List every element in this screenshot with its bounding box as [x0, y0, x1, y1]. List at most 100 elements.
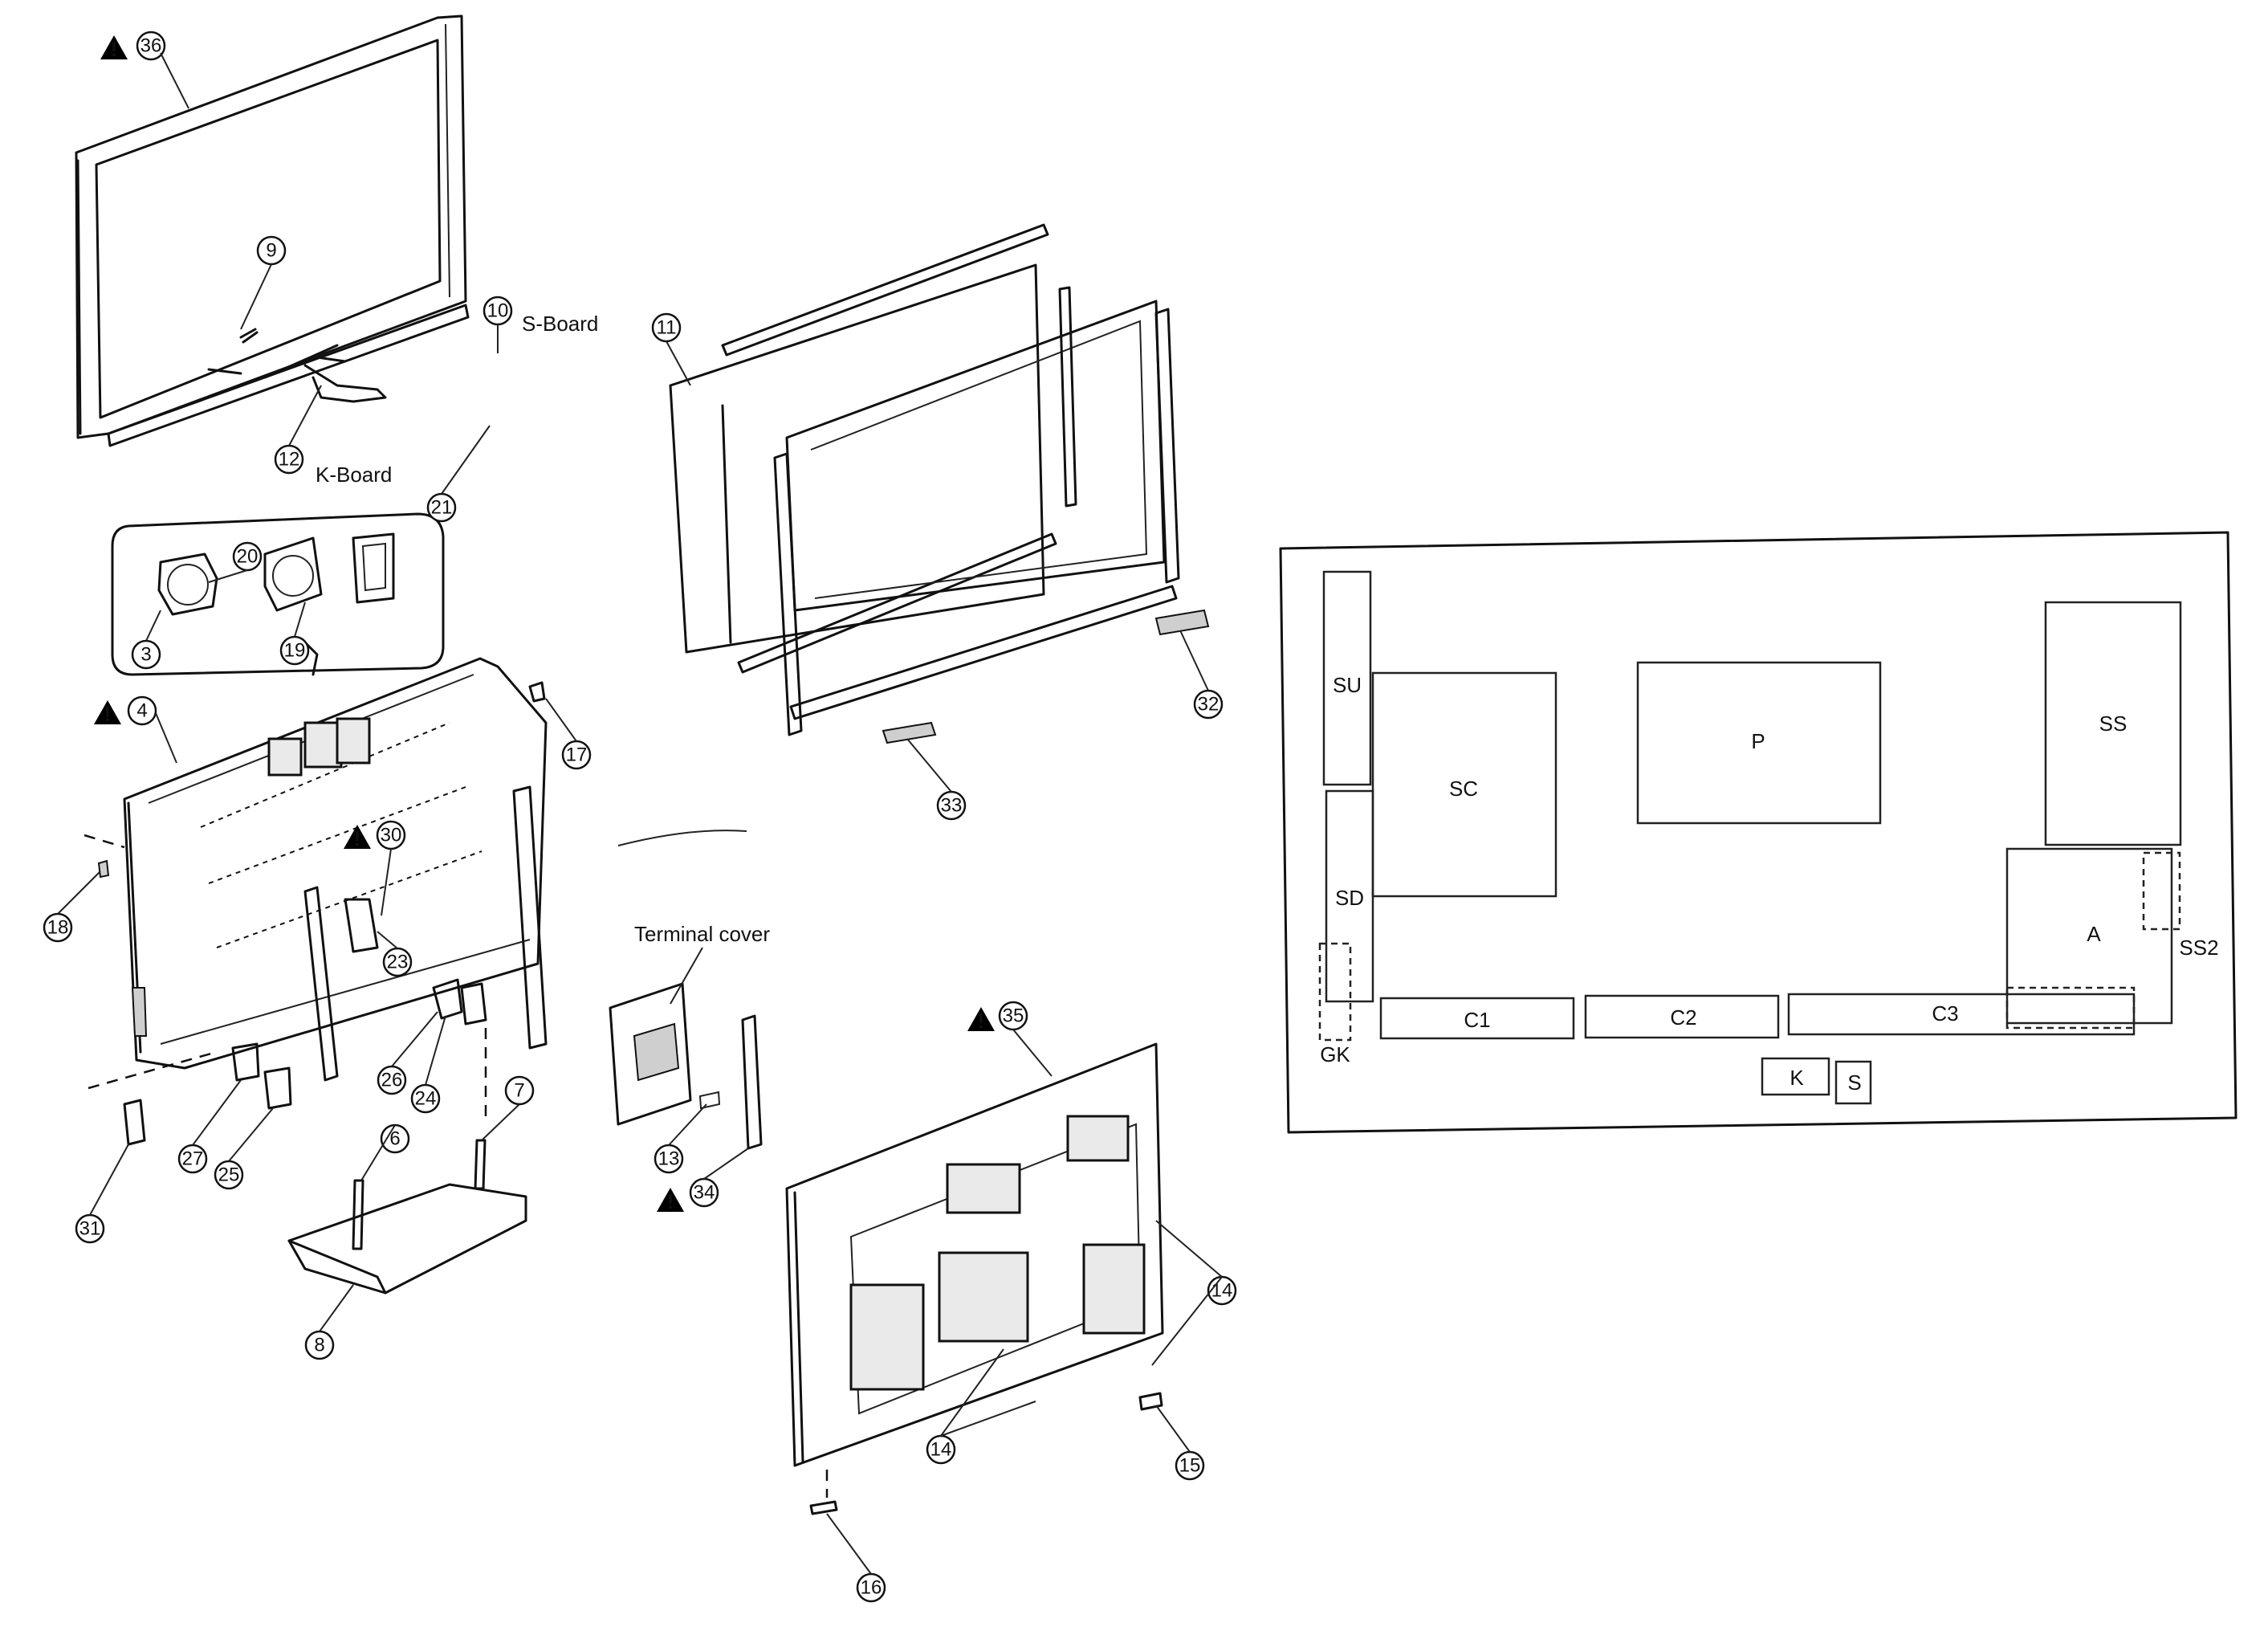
- svg-text:26: 26: [381, 1070, 403, 1091]
- svg-text:9: 9: [266, 240, 276, 262]
- warning-icon-34: !: [657, 1188, 684, 1213]
- terminal-cover-part: [609, 982, 763, 1150]
- callout-14-bottom: 14: [926, 1434, 956, 1465]
- callout-10: 10: [483, 296, 513, 326]
- board-ss2-label: SS2: [2179, 936, 2218, 960]
- svg-text:15: 15: [1179, 1455, 1201, 1477]
- side-screw-parts: [83, 681, 546, 879]
- board-c2: [1584, 994, 1780, 1039]
- callout-23: 23: [382, 947, 413, 977]
- svg-text:14: 14: [930, 1439, 952, 1461]
- board-ss-label: SS: [2099, 712, 2128, 736]
- glass-frame-assembly: [669, 223, 1210, 744]
- svg-text:12: 12: [279, 449, 300, 471]
- callout-27: 27: [177, 1144, 208, 1174]
- svg-text:!: !: [354, 826, 361, 850]
- callout-4: 4: [127, 695, 157, 726]
- svg-text:16: 16: [861, 1577, 882, 1599]
- svg-text:34: 34: [694, 1182, 715, 1204]
- board-k-label: K: [1790, 1066, 1804, 1090]
- board-s: [1834, 1060, 1872, 1105]
- svg-text:18: 18: [47, 917, 69, 939]
- terminal-cover-label: Terminal cover: [634, 922, 770, 946]
- svg-text:!: !: [104, 702, 112, 726]
- svg-text:33: 33: [941, 795, 963, 817]
- callout-3: 3: [131, 639, 161, 670]
- svg-text:!: !: [111, 37, 118, 61]
- board-p-label: P: [1751, 729, 1765, 753]
- stand-brackets: [88, 978, 487, 1146]
- svg-text:!: !: [978, 1009, 985, 1033]
- rear-chassis-part: [123, 657, 548, 1082]
- callout-24: 24: [410, 1083, 441, 1114]
- board-ss2: [2142, 851, 2181, 931]
- svg-text:30: 30: [381, 825, 402, 846]
- board-gk: [1318, 942, 1352, 1042]
- svg-text:17: 17: [566, 744, 588, 766]
- callout-31: 31: [75, 1213, 105, 1244]
- board-c3: [1787, 993, 2136, 1036]
- board-p: [1636, 661, 1882, 825]
- board-ss: [2044, 601, 2182, 846]
- board-a: [2005, 847, 2173, 1025]
- svg-text:3: 3: [140, 644, 151, 666]
- board-s-label: S: [1847, 1070, 1861, 1095]
- board-sc: [1371, 671, 1557, 898]
- board-sd-label: SD: [1335, 886, 1364, 910]
- svg-text:8: 8: [314, 1335, 324, 1356]
- board-c1-label: C1: [1464, 1008, 1490, 1032]
- svg-text:11: 11: [657, 317, 677, 339]
- svg-text:27: 27: [182, 1148, 204, 1170]
- decorative-arc: [617, 830, 747, 846]
- warning-icon-4: !: [94, 700, 121, 726]
- callout-20: 20: [232, 541, 263, 572]
- svg-text:4: 4: [136, 700, 147, 722]
- k-board-label: K-Board: [316, 463, 392, 487]
- board-map-outline: [1279, 531, 2237, 1134]
- callout-6: 6: [380, 1123, 410, 1154]
- callout-32: 32: [1193, 689, 1224, 720]
- svg-text:14: 14: [1211, 1280, 1233, 1302]
- terminal-cover-leader: [670, 947, 703, 1005]
- svg-text:7: 7: [514, 1080, 524, 1102]
- svg-text:31: 31: [79, 1218, 101, 1240]
- board-su-label: SU: [1333, 673, 1362, 697]
- svg-text:35: 35: [1003, 1005, 1024, 1027]
- callout-15: 15: [1175, 1450, 1205, 1481]
- svg-text:23: 23: [387, 952, 409, 973]
- s-board-label: S-Board: [522, 312, 598, 336]
- svg-text:32: 32: [1198, 694, 1220, 716]
- callout-25: 25: [214, 1160, 244, 1190]
- warning-icon-35: !: [967, 1007, 995, 1033]
- board-k: [1761, 1057, 1830, 1096]
- callout-7: 7: [504, 1075, 535, 1106]
- board-su: [1322, 570, 1372, 786]
- callout-9: 9: [256, 235, 287, 266]
- svg-text:!: !: [667, 1189, 674, 1213]
- board-c2-label: C2: [1670, 1005, 1696, 1030]
- svg-text:13: 13: [658, 1148, 680, 1170]
- board-c3-label: C3: [1932, 1001, 1958, 1026]
- callout-14-right: 14: [1207, 1275, 1237, 1306]
- svg-text:6: 6: [389, 1128, 400, 1150]
- board-gk-label: GK: [1320, 1042, 1350, 1066]
- board-a-label: A: [2087, 922, 2101, 946]
- callout-13: 13: [654, 1144, 684, 1174]
- rear-cover-part: [785, 1042, 1164, 1515]
- callout-18: 18: [43, 912, 73, 943]
- fan-detail-inset: [111, 512, 445, 676]
- svg-text:10: 10: [487, 300, 509, 322]
- warning-icon-36: !: [100, 35, 128, 61]
- callout-30: 30: [376, 820, 406, 850]
- board-c3-overlap: [2005, 986, 2136, 1030]
- svg-text:19: 19: [284, 640, 306, 662]
- board-sc-label: SC: [1449, 777, 1478, 801]
- front-bezel-part: [75, 14, 470, 447]
- svg-text:21: 21: [431, 497, 453, 519]
- svg-text:36: 36: [140, 35, 162, 57]
- callout-33: 33: [936, 790, 967, 821]
- svg-text:24: 24: [415, 1088, 437, 1110]
- callout-16: 16: [856, 1572, 886, 1603]
- callout-34: 34: [689, 1177, 719, 1208]
